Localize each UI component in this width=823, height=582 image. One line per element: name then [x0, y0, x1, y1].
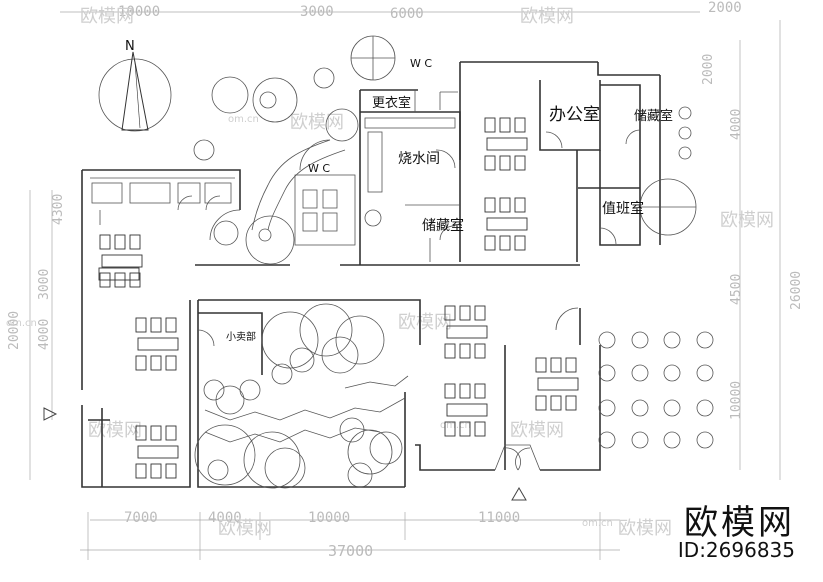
dim-left-4: 4000	[37, 319, 52, 350]
dim-bottom-4: 11000	[478, 510, 520, 526]
dimension-lines	[29, 11, 781, 560]
room-label-office: 办公室	[549, 105, 600, 125]
outer-walls	[81, 61, 661, 488]
watermark-brand: 欧模网	[88, 420, 142, 441]
dining-sets	[98, 117, 579, 479]
dining-set	[99, 234, 143, 288]
dim-top-2: 3000	[300, 4, 334, 20]
dining-set	[484, 197, 528, 251]
watermark-brand: 欧模网	[290, 112, 344, 133]
watermark-brand: 欧模网	[80, 6, 134, 27]
watermark-brand: 欧模网	[720, 210, 774, 231]
dim-top-1: 10000	[118, 4, 160, 20]
planting	[193, 35, 697, 489]
dim-right-4: 26000	[789, 271, 804, 310]
dim-bottom-3: 10000	[308, 510, 350, 526]
watermark-layer: 欧模网 欧模网 欧模网 欧模网 欧模网 欧模网 欧模网 欧模网 欧模网 om.c…	[6, 6, 774, 539]
dim-right-3: 4500	[729, 274, 744, 305]
dim-bottom-1: 7000	[124, 510, 158, 526]
watermark-site: om.cn	[6, 318, 37, 329]
dim-left-2: 3000	[37, 269, 52, 300]
watermark-brand-logo: 欧模网	[684, 503, 795, 543]
dining-set	[135, 425, 179, 479]
watermark-brand: 欧模网	[510, 420, 564, 441]
watermark-brand: 欧模网	[520, 6, 574, 27]
dim-right-5: 10000	[729, 381, 744, 420]
dining-set	[444, 383, 488, 437]
room-label-changing-room: 更衣室	[372, 95, 411, 111]
entry-marker-south	[511, 487, 527, 501]
north-compass: N	[98, 39, 172, 132]
dim-bottom-total: 37000	[328, 542, 373, 560]
room-label-boiler-room: 烧水间	[398, 151, 440, 167]
dim-top-3: 6000	[390, 6, 424, 22]
room-label-duty-room: 值班室	[602, 200, 644, 217]
dim-left-1: 4300	[51, 194, 66, 225]
room-label-kiosk: 小卖部	[226, 330, 256, 343]
dining-set	[535, 357, 579, 411]
watermark-brand: 欧模网	[398, 312, 452, 333]
round-tables	[598, 331, 714, 449]
dining-set	[98, 267, 140, 281]
room-label-wc-mid: W C	[308, 162, 330, 175]
watermark-id: ID:2696835	[677, 538, 795, 562]
room-label-storage-left: 储藏室	[422, 217, 464, 234]
dim-bottom-2: 4000	[208, 510, 242, 526]
watermark-brand: 欧模网	[218, 518, 272, 539]
watermark-site: om.cn	[582, 518, 613, 529]
room-label-wc-top: W C	[410, 57, 432, 70]
dim-right-1: 2000	[701, 54, 716, 85]
watermark-brand: 欧模网	[618, 518, 672, 539]
dim-right-2: 4000	[729, 109, 744, 140]
interior-lines	[90, 90, 641, 471]
dining-set	[444, 305, 488, 359]
dim-top-4: 2000	[708, 0, 742, 16]
dim-left-3: 20000	[7, 311, 22, 350]
dining-set	[135, 317, 179, 371]
watermark-site: om.cn	[228, 114, 259, 125]
room-label-storage-right: 储藏室	[634, 108, 673, 124]
dining-set	[484, 117, 528, 171]
entry-marker-west	[43, 407, 58, 421]
north-label: N	[125, 39, 135, 54]
